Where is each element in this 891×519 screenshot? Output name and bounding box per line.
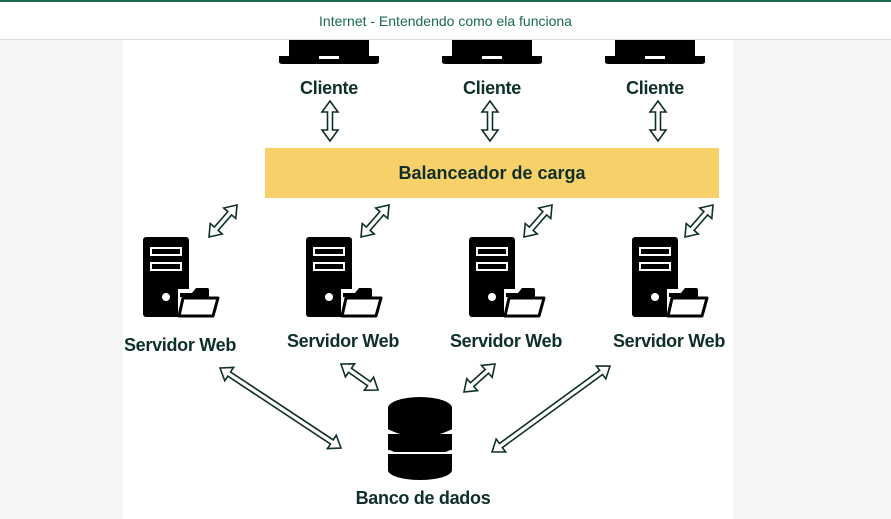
client-label: Cliente xyxy=(626,78,684,98)
page-title: Internet - Entendendo como ela funciona xyxy=(319,12,572,29)
double-arrow-icon xyxy=(320,99,340,143)
double-arrow-icon xyxy=(523,203,553,239)
database-label: Banco de dados xyxy=(355,488,491,508)
laptop-icon xyxy=(279,40,379,64)
page-header: Internet - Entendendo como ela funciona xyxy=(0,0,891,40)
double-arrow-icon xyxy=(462,363,497,393)
server-folder-icon xyxy=(141,235,220,320)
connection-arrows xyxy=(208,99,714,453)
double-arrow-icon xyxy=(218,366,343,450)
double-arrow-icon xyxy=(360,203,390,239)
server-label: Servidor Web xyxy=(286,331,400,351)
double-arrow-icon xyxy=(490,365,612,453)
double-arrow-icon xyxy=(480,99,500,143)
server-label: Servidor Web xyxy=(123,335,237,355)
database-icon xyxy=(386,395,454,482)
server-folder-icon xyxy=(467,235,546,320)
double-arrow-icon xyxy=(208,203,238,239)
server-folder-icon xyxy=(630,235,709,320)
laptop-icon xyxy=(442,40,542,64)
server-label: Servidor Web xyxy=(612,331,726,351)
load-balancer-box xyxy=(265,148,719,198)
double-arrow-icon xyxy=(339,362,380,392)
network-diagram: Cliente Cliente Cliente Balanceador de c… xyxy=(123,40,733,519)
client-label: Cliente xyxy=(300,78,358,98)
load-balancer-label: Balanceador de carga xyxy=(398,162,586,183)
laptop-icon xyxy=(605,40,705,64)
server-label: Servidor Web xyxy=(449,331,563,351)
client-label: Cliente xyxy=(463,78,521,98)
double-arrow-icon xyxy=(648,99,668,143)
server-folder-icon xyxy=(304,235,383,320)
double-arrow-icon xyxy=(684,203,714,239)
